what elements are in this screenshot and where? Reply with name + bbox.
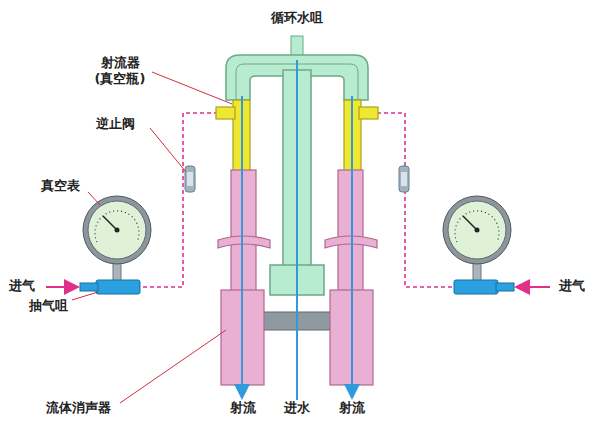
part-label: 进气 [9, 278, 35, 294]
suction-nozzle [80, 280, 514, 294]
inlet-arrow [46, 286, 550, 288]
water-nozzle [291, 36, 303, 56]
part-label: 进水 [284, 400, 310, 416]
part-label: 射流 [230, 400, 256, 416]
flow-line [242, 60, 352, 400]
part-label: 射流 [339, 400, 365, 416]
part-label: 逆止阀 [96, 116, 135, 132]
air-line [140, 113, 500, 287]
vacuum-gauge [83, 196, 511, 282]
part-label: 抽气咀 [29, 298, 68, 314]
part-label: 射流器 (真空瓶) [89, 55, 151, 86]
part-label: 循环水咀 [271, 10, 323, 26]
part-label: 进气 [559, 278, 585, 294]
part-label: 真空表 [41, 178, 80, 194]
part-label: 流体消声器 [46, 400, 111, 416]
leader-line [72, 72, 232, 403]
